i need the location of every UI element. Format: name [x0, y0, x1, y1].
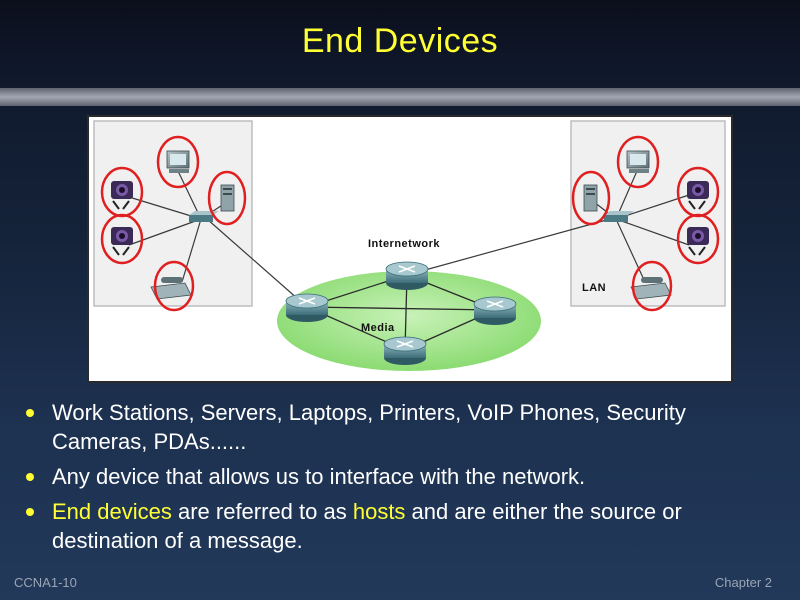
router-bottom: [383, 336, 427, 365]
router-left: [285, 293, 329, 322]
internetwork-label: Internetwork: [368, 238, 440, 250]
highlight-right-workstation: [616, 135, 660, 189]
bullet-text: are referred to as: [171, 499, 353, 524]
left-workstation-monitor-icon: [166, 150, 190, 173]
left-camera-icon-2: [111, 227, 133, 256]
router-top: [385, 261, 429, 290]
right-camera-icon-2: [687, 227, 709, 256]
left-ip-phone-icon: [150, 277, 192, 300]
bullet-list: Work Stations, Servers, Laptops, Printer…: [24, 398, 784, 561]
highlight-right-server: [571, 170, 611, 226]
media-label: Media: [361, 322, 395, 334]
bullet-dot: [26, 473, 34, 481]
left-server-tower-icon: [220, 184, 235, 212]
highlight-left-camera-2: [100, 213, 144, 265]
right-camera-icon-1: [687, 181, 709, 210]
network-diagram-svg: Internetwork Media LAN: [89, 117, 731, 381]
router-right: [473, 296, 517, 325]
lan-label: LAN: [582, 282, 606, 294]
bullet-item: End devices are referred to as hosts and…: [24, 497, 784, 555]
switch-right-icon: [604, 211, 634, 222]
bullet-text: Any device that allows us to interface w…: [52, 464, 586, 489]
bullet-item: Any device that allows us to interface w…: [24, 462, 784, 491]
right-workstation-monitor-icon: [626, 150, 650, 173]
bullet-dot: [26, 409, 34, 417]
term-hosts: hosts: [352, 499, 406, 524]
footer-chapter: Chapter 2: [714, 575, 772, 590]
right-server-tower-icon: [583, 184, 598, 212]
slide-title: End Devices: [301, 22, 499, 60]
network-diagram: Internetwork Media LAN: [87, 115, 733, 383]
title-divider-bar: [0, 88, 800, 106]
bullet-dot: [26, 508, 34, 516]
bullet-item: Work Stations, Servers, Laptops, Printer…: [24, 398, 784, 456]
footer-course-code: CCNA1-10: [14, 575, 77, 590]
left-camera-icon-1: [111, 181, 133, 210]
bullet-text: and are either the source or destination…: [52, 499, 682, 553]
highlight-left-server: [207, 170, 247, 226]
highlight-left-workstation: [156, 135, 200, 189]
highlight-right-phone: [631, 260, 673, 312]
term-end-devices: End devices: [52, 499, 172, 524]
end-device-highlights: [100, 135, 720, 312]
highlight-right-camera-2: [676, 213, 720, 265]
highlight-left-phone: [153, 260, 195, 312]
bullet-text: Work Stations, Servers, Laptops, Printer…: [52, 400, 686, 454]
